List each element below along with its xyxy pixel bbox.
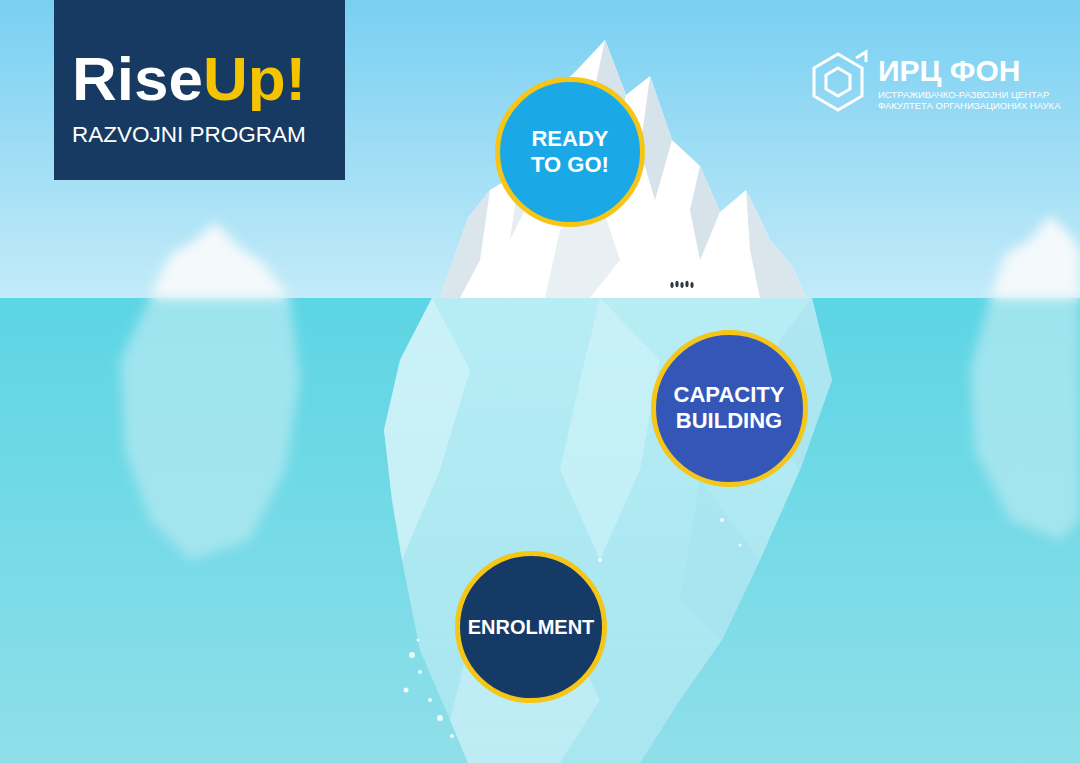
far-iceberg-right — [970, 215, 1080, 540]
stage-label: READY TO GO! — [516, 126, 624, 179]
logo-text: ИРЦ ФОН ИСТРАЖИВАЧКО-РАЗВОЈНИ ЦЕНТАРФАКУЛ… — [878, 54, 1060, 112]
bubbles — [404, 518, 742, 738]
logo-name: ИРЦ ФОН — [878, 54, 1060, 87]
logo-icon — [814, 52, 866, 110]
stage-label: CAPACITY BUILDING — [664, 382, 794, 435]
far-iceberg-left — [120, 222, 300, 560]
sky — [0, 0, 1080, 299]
main-iceberg-underwater — [384, 298, 832, 763]
logo-line: ФАКУЛТЕТА ОРГАНИЗАЦИОНИХ НАУКА — [878, 100, 1060, 111]
sea — [0, 298, 1080, 763]
main-iceberg-above — [440, 40, 806, 298]
penguins — [670, 281, 693, 288]
stage-circle: ENROLMENT — [455, 551, 607, 703]
program-subtitle: RAZVOJNI PROGRAM — [72, 123, 345, 148]
logo-line: ИСТРАЖИВАЧКО-РАЗВОЈНИ ЦЕНТАР — [878, 89, 1060, 100]
stage-circle: READY TO GO! — [495, 77, 645, 227]
program-title: RiseUp! — [72, 46, 306, 111]
program-title-box: RiseUp! RAZVOJNI PROGRAM — [54, 0, 345, 180]
stage-label: ENROLMENT — [468, 615, 595, 639]
stage-circle: CAPACITY BUILDING — [651, 330, 808, 487]
